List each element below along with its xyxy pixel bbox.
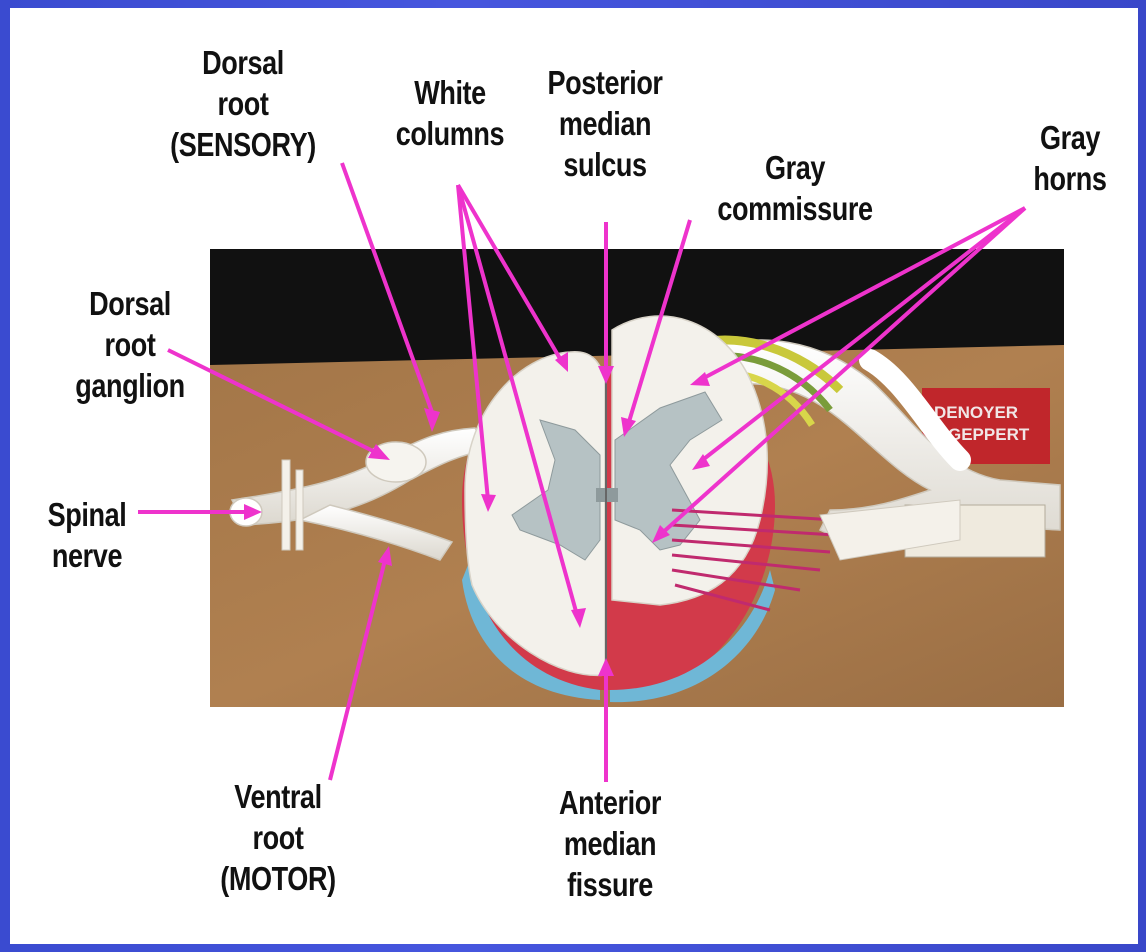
label-line: median [535, 103, 674, 144]
label-white-columns: White columns [384, 72, 515, 154]
label-line: Posterior [535, 62, 674, 103]
label-posterior-median-sulcus: Posterior median sulcus [535, 62, 674, 185]
label-line: horns [1013, 158, 1128, 199]
label-line: White [384, 72, 515, 113]
label-dorsal-root-ganglion: Dorsal root ganglion [64, 283, 195, 406]
specimen-photo: DENOYER GEPPERT [210, 249, 1064, 707]
label-line: Anterior [540, 782, 679, 823]
label-line: nerve [34, 535, 141, 576]
tag-line-2: GEPPERT [948, 425, 1030, 444]
label-ventral-root: Ventral root (MOTOR) [204, 776, 352, 899]
label-line: columns [384, 113, 515, 154]
tag-line-1: DENOYER [934, 403, 1018, 422]
label-anterior-median-fissure: Anterior median fissure [540, 782, 679, 905]
label-line: (SENSORY) [165, 124, 321, 165]
label-line: Spinal [34, 494, 141, 535]
label-line: root [204, 817, 352, 858]
label-line: sulcus [535, 144, 674, 185]
label-line: median [540, 823, 679, 864]
label-line: Gray [1013, 117, 1128, 158]
label-gray-commissure: Gray commissure [705, 147, 885, 229]
label-dorsal-root: Dorsal root (SENSORY) [165, 42, 321, 165]
label-spinal-nerve: Spinal nerve [34, 494, 141, 576]
label-line: root [165, 83, 321, 124]
label-line: ganglion [64, 365, 195, 406]
label-line: Dorsal [64, 283, 195, 324]
label-line: Gray [705, 147, 885, 188]
label-line: commissure [705, 188, 885, 229]
label-line: (MOTOR) [204, 858, 352, 899]
label-line: root [64, 324, 195, 365]
label-line: fissure [540, 864, 679, 905]
label-line: Dorsal [165, 42, 321, 83]
label-gray-horns: Gray horns [1013, 117, 1128, 199]
label-line: Ventral [204, 776, 352, 817]
